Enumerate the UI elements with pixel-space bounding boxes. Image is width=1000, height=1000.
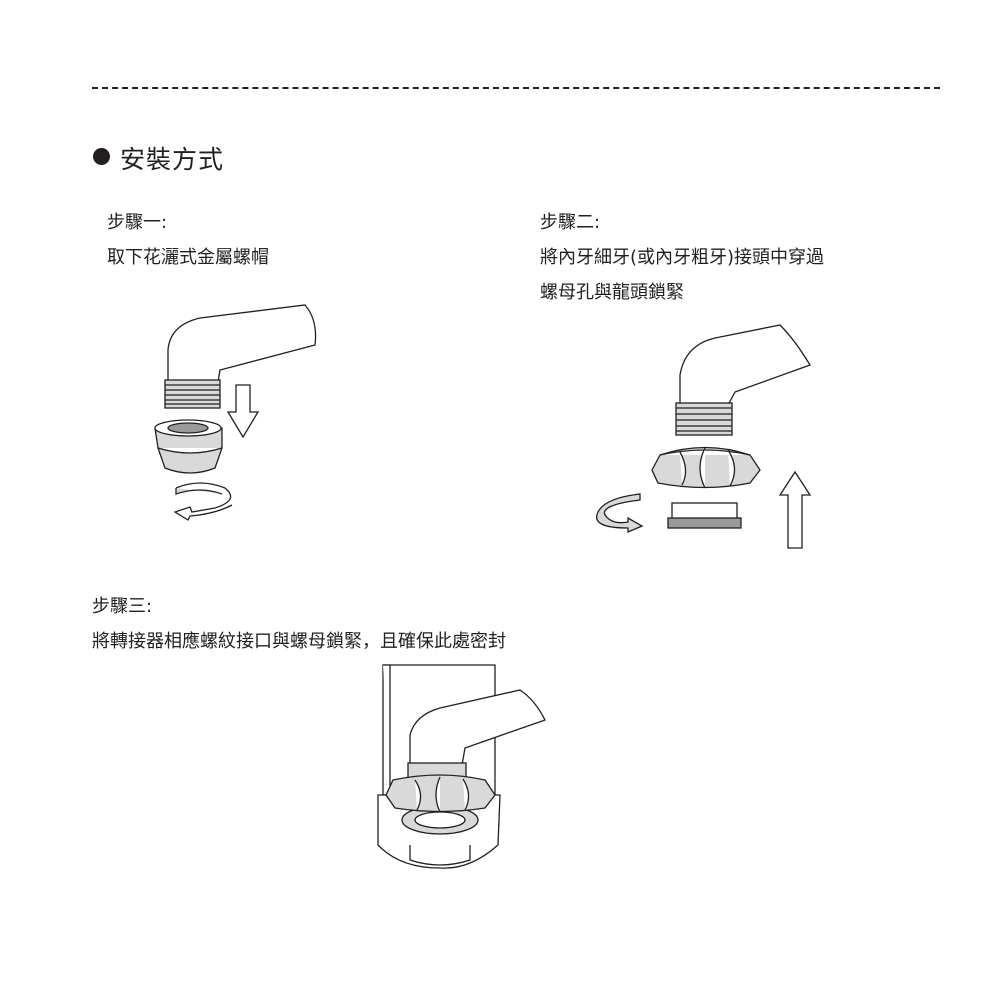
- nut: [385, 774, 496, 813]
- step-1-label: 步驟一:: [107, 212, 168, 233]
- step-1-text: 取下花灑式金屬螺帽: [107, 247, 269, 268]
- arrow-up-icon: [778, 470, 812, 549]
- section-title: 安裝方式: [120, 145, 225, 174]
- step-3-text: 將轉接器相應螺紋接口與螺母鎖緊，且確保此處密封: [92, 631, 506, 652]
- dashed-divider: [92, 87, 940, 89]
- step-3-label: 步驟三:: [92, 596, 153, 617]
- bullet-icon: [93, 148, 110, 165]
- faucet-pipe: [409, 689, 546, 766]
- step-1: 步驟一: 取下花灑式金屬螺帽: [107, 205, 269, 275]
- step-2-label: 步驟二:: [540, 212, 601, 233]
- step-2-text-line1: 將內牙細牙(或內牙粗牙)接頭中穿過: [540, 247, 825, 268]
- step-2: 步驟二: 將內牙細牙(或內牙粗牙)接頭中穿過 螺母孔與龍頭鎖緊: [540, 205, 824, 310]
- faucet-pipe: [167, 304, 317, 383]
- rotate-arrow-icon: [596, 493, 644, 533]
- faucet-pipe: [679, 324, 811, 406]
- step-2-text-line2: 螺母孔與龍頭鎖緊: [540, 282, 684, 303]
- arrow-down-icon: [226, 384, 260, 439]
- step-3: 步驟三: 將轉接器相應螺紋接口與螺母鎖緊，且確保此處密封: [92, 589, 506, 659]
